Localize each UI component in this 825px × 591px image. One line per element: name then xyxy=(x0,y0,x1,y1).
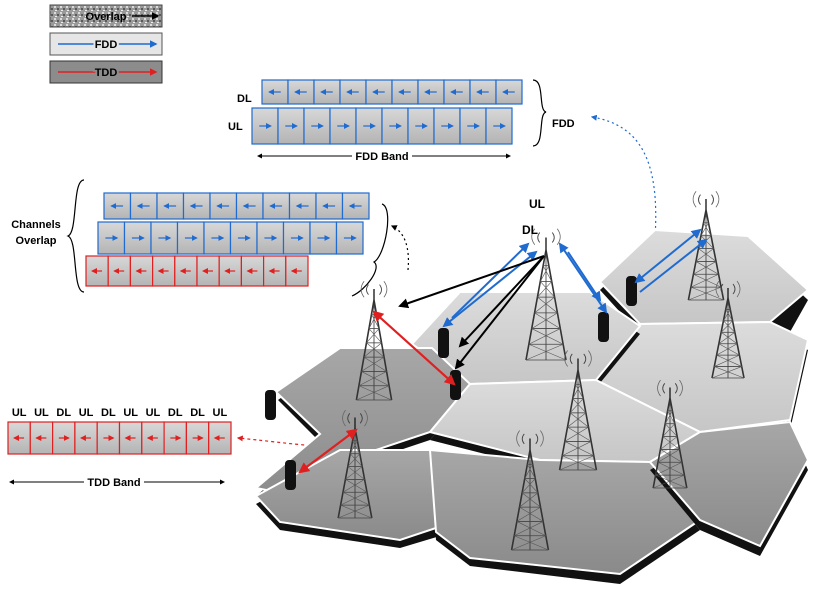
tdd-band-label: TDD Band xyxy=(87,477,140,489)
fdd-ul-slot xyxy=(303,107,331,145)
phone-icon xyxy=(626,276,637,306)
overlap-fdd-ul-row xyxy=(97,221,364,255)
tdd-slot-label: DL xyxy=(190,407,205,419)
fdd-bracket xyxy=(532,79,547,147)
tdd-slot-label: UL xyxy=(213,407,228,419)
fdd-bracket-label: FDD xyxy=(552,118,575,130)
phone-icon xyxy=(285,460,296,490)
tdd-slot-label: DL xyxy=(101,407,116,419)
network-dl-label: DL xyxy=(522,223,538,237)
fdd-band-block: DL UL FDD FDD Band xyxy=(228,79,575,163)
cell-tower-icon xyxy=(510,430,550,551)
phone-icon xyxy=(598,312,609,342)
cell-bottom-center xyxy=(428,448,702,584)
overlap-link xyxy=(454,255,545,370)
overlap-pointer-dotted xyxy=(390,225,410,271)
tdd-slot-label: UL xyxy=(12,407,27,419)
network-ul-label: UL xyxy=(529,197,545,211)
fdd-link xyxy=(567,251,602,302)
overlap-label-line1: Channels xyxy=(11,219,61,231)
radio-links xyxy=(298,228,708,474)
tdd-band-block: UL UL DL UL DL UL UL DL DL UL TDD Band xyxy=(7,407,232,489)
overlap-right-bracket xyxy=(351,203,389,297)
cell-tower-icon xyxy=(558,350,598,471)
fdd-dl-slot xyxy=(495,79,523,105)
tdd-slot-label: UL xyxy=(34,407,49,419)
tdd-slot-label: DL xyxy=(168,407,183,419)
overlap-ul-slot xyxy=(123,221,152,255)
legend-overlap-box xyxy=(49,4,163,28)
fdd-pointer-dotted xyxy=(590,114,657,239)
legend: Overlap FDD TDD xyxy=(49,4,163,84)
channels-overlap-block: Channels Overlap xyxy=(11,179,389,297)
tdd-link xyxy=(372,310,456,386)
tdd-slot-label: DL xyxy=(56,407,71,419)
fdd-link xyxy=(451,242,530,319)
cell-tower-icon xyxy=(711,280,745,379)
tdd-slot-label: UL xyxy=(79,407,94,419)
fdd-band-label: FDD Band xyxy=(355,151,408,163)
cell-tower-icon xyxy=(652,379,688,489)
overlap-left-bracket xyxy=(66,179,85,293)
overlap-fdd-dl-row xyxy=(103,192,370,220)
cell-network xyxy=(253,228,810,584)
cell-center xyxy=(428,378,703,470)
tdd-slot-labels: UL UL DL UL DL UL UL DL DL UL xyxy=(12,407,228,419)
phone-icon xyxy=(438,328,449,358)
overlap-dl-slot xyxy=(262,192,291,220)
tdd-pointer-dotted xyxy=(236,435,317,447)
tdd-link xyxy=(298,428,358,474)
fdd-link xyxy=(634,228,702,284)
fdd-dl-label: DL xyxy=(237,93,252,105)
legend-overlap-label: Overlap xyxy=(86,11,127,23)
overlap-link xyxy=(458,255,545,348)
phone-icon xyxy=(265,390,276,420)
legend-fdd-label: FDD xyxy=(95,39,118,51)
phone-icon xyxy=(450,370,461,400)
tdd-row xyxy=(7,421,232,455)
overlap-label-line2: Overlap xyxy=(16,235,57,247)
legend-tdd-label: TDD xyxy=(95,67,118,79)
fdd-ul-label: UL xyxy=(228,121,243,133)
fdd-ul-row xyxy=(251,107,513,145)
overlap-link xyxy=(398,255,545,309)
tdd-slot-label: UL xyxy=(146,407,161,419)
overlap-tdd-row xyxy=(85,255,309,287)
fdd-dl-row xyxy=(261,79,523,105)
cell-bottom-right xyxy=(648,420,810,556)
fdd-link xyxy=(639,238,708,293)
tdd-slot-label: UL xyxy=(123,407,138,419)
